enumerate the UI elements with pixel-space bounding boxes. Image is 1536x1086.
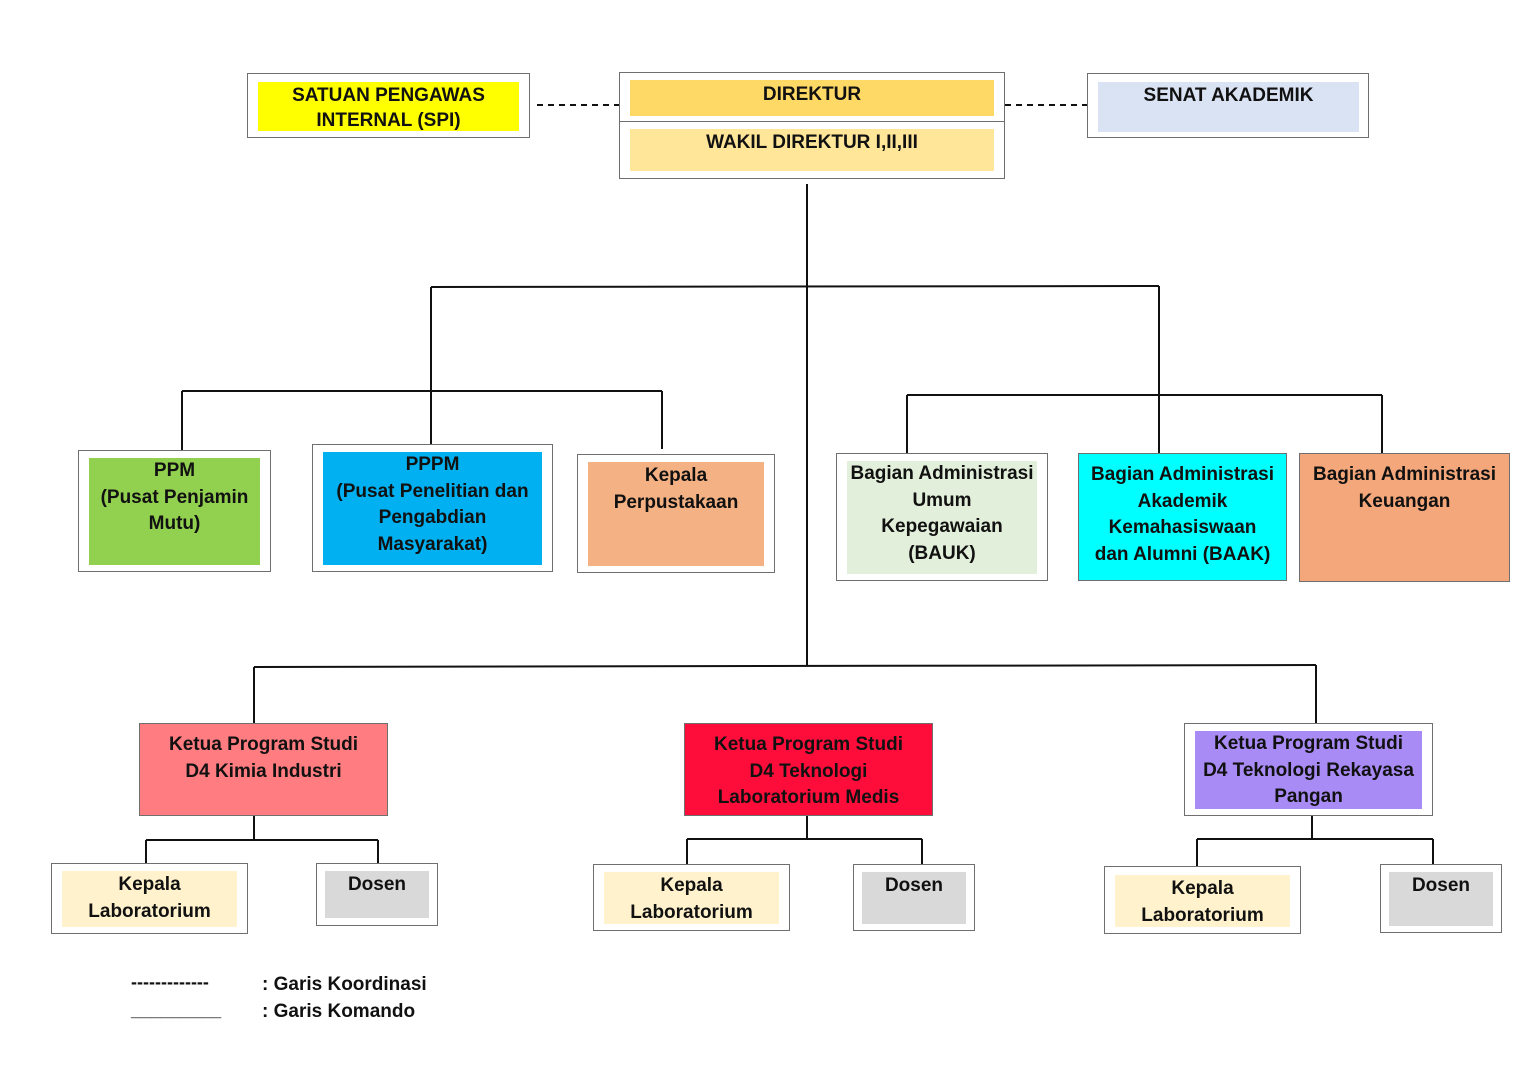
pppm-line-3: Pengabdian	[378, 507, 487, 528]
kepala-lab-1-line-2: Laboratorium	[88, 900, 211, 922]
keuangan-line-1: Bagian Administrasi	[1312, 464, 1496, 485]
perpustakaan-line-1: Kepala	[644, 465, 708, 486]
senat-label: SENAT AKADEMIK	[1143, 85, 1314, 106]
ppm-box: PPM (Pusat Penjamin Mutu)	[78, 450, 271, 572]
dosen-1-label: Dosen	[347, 874, 407, 895]
legend-solid-symbol: _________	[131, 1000, 222, 1020]
kepala-lab-2-line-1: Kepala	[660, 875, 723, 896]
dosen-box-1: Dosen	[316, 863, 438, 926]
command-line-prodi	[253, 664, 1317, 668]
bauk-line-4: (BAUK)	[908, 542, 976, 564]
legend-dashed-symbol: -------------	[131, 972, 209, 992]
prodi-kimia-box: Ketua Program Studi D4 Kimia Industri	[139, 723, 388, 816]
prodi-pangan-line-3: Pangan	[1274, 786, 1343, 807]
perpustakaan-line-2: Perpustakaan	[613, 491, 739, 513]
legend-solid-label: : Garis Komando	[262, 1001, 416, 1022]
baak-line-2: Akademik	[1137, 490, 1228, 512]
kepala-lab-3-line-1: Kepala	[1171, 878, 1234, 899]
spi-line-2: INTERNAL (SPI)	[316, 110, 461, 131]
dosen-2-label: Dosen	[884, 875, 944, 896]
dosen-fill-3: Dosen	[1389, 872, 1493, 926]
ppm-fill: PPM (Pusat Penjamin Mutu)	[89, 458, 260, 565]
command-line-upper	[430, 285, 1160, 288]
bauk-box: Bagian Administrasi Umum Kepegawaian (BA…	[836, 453, 1048, 581]
kepala-lab-fill-1: Kepala Laboratorium	[62, 871, 237, 927]
perpustakaan-box: Kepala Perpustakaan	[577, 454, 775, 573]
senat-fill: SENAT AKADEMIK	[1098, 82, 1359, 132]
ppm-line-3: Mutu)	[148, 513, 201, 534]
perpustakaan-fill: Kepala Perpustakaan	[588, 462, 764, 566]
kepala-lab-fill-3: Kepala Laboratorium	[1115, 875, 1290, 927]
spi-fill: SATUAN PENGAWAS INTERNAL (SPI)	[258, 82, 519, 131]
dosen-fill-2: Dosen	[862, 872, 966, 924]
pppm-box: PPPM (Pusat Penelitian dan Pengabdian Ma…	[312, 444, 553, 572]
prodi-pangan-line-2: D4 Teknologi Rekayasa	[1203, 759, 1414, 781]
baak-line-1: Bagian Administrasi	[1090, 464, 1274, 485]
kepala-lab-3-line-2: Laboratorium	[1141, 904, 1264, 926]
kepala-lab-1-line-1: Kepala	[118, 874, 181, 895]
kepala-lab-box-2: Kepala Laboratorium	[593, 864, 790, 931]
direktur-box: DIREKTUR WAKIL DIREKTUR I,II,III	[619, 72, 1005, 179]
wakil-direktur-label: WAKIL DIREKTUR I,II,III	[706, 132, 918, 153]
prodi-pangan-box: Ketua Program Studi D4 Teknologi Rekayas…	[1184, 723, 1433, 816]
bauk-line-1: Bagian Administrasi	[850, 463, 1034, 484]
prodi-tlm-line-3: Laboratorium Medis	[717, 787, 900, 808]
pppm-line-2: (Pusat Penelitian dan	[336, 480, 529, 502]
kepala-lab-2-line-2: Laboratorium	[630, 901, 753, 923]
dosen-box-2: Dosen	[853, 864, 975, 931]
direktur-label: DIREKTUR	[762, 84, 862, 105]
keuangan-line-2: Keuangan	[1358, 490, 1451, 512]
pppm-fill: PPPM (Pusat Penelitian dan Pengabdian Ma…	[323, 452, 542, 565]
baak-line-4: dan Alumni (BAAK)	[1094, 543, 1271, 565]
pppm-line-1: PPPM	[405, 454, 460, 475]
prodi-kimia-line-2: D4 Kimia Industri	[185, 760, 342, 782]
legend-dashed-label: : Garis Koordinasi	[262, 974, 427, 995]
dosen-box-3: Dosen	[1380, 864, 1502, 933]
wakil-direktur-fill: WAKIL DIREKTUR I,II,III	[630, 129, 994, 171]
baak-box: Bagian Administrasi Akademik Kemahasiswa…	[1078, 453, 1287, 581]
prodi-pangan-fill: Ketua Program Studi D4 Teknologi Rekayas…	[1195, 731, 1422, 809]
prodi-pangan-line-1: Ketua Program Studi	[1214, 733, 1403, 754]
dosen-fill-1: Dosen	[325, 871, 429, 918]
prodi-tlm-line-1: Ketua Program Studi	[714, 734, 903, 755]
kepala-lab-fill-2: Kepala Laboratorium	[604, 872, 779, 924]
spi-line-1: SATUAN PENGAWAS	[292, 85, 485, 106]
direktur-fill: DIREKTUR	[630, 80, 994, 116]
prodi-tlm-box: Ketua Program Studi D4 Teknologi Laborat…	[684, 723, 933, 816]
kepala-lab-box-3: Kepala Laboratorium	[1104, 866, 1301, 934]
kepala-lab-box-1: Kepala Laboratorium	[51, 863, 248, 934]
baak-line-3: Kemahasiswaan	[1108, 517, 1257, 538]
ppm-line-2: (Pusat Penjamin	[100, 486, 249, 508]
spi-box: SATUAN PENGAWAS INTERNAL (SPI)	[247, 73, 530, 138]
bauk-line-2: Umum	[912, 489, 972, 511]
keuangan-box: Bagian Administrasi Keuangan	[1299, 453, 1510, 582]
bauk-fill: Bagian Administrasi Umum Kepegawaian (BA…	[847, 461, 1037, 574]
bauk-line-3: Kepegawaian	[881, 516, 1003, 537]
senat-box: SENAT AKADEMIK	[1087, 73, 1369, 138]
prodi-kimia-line-1: Ketua Program Studi	[169, 734, 358, 755]
prodi-tlm-line-2: D4 Teknologi	[749, 760, 868, 782]
dosen-3-label: Dosen	[1411, 875, 1471, 896]
pppm-line-4: Masyarakat)	[377, 533, 488, 555]
ppm-line-1: PPM	[153, 460, 196, 481]
